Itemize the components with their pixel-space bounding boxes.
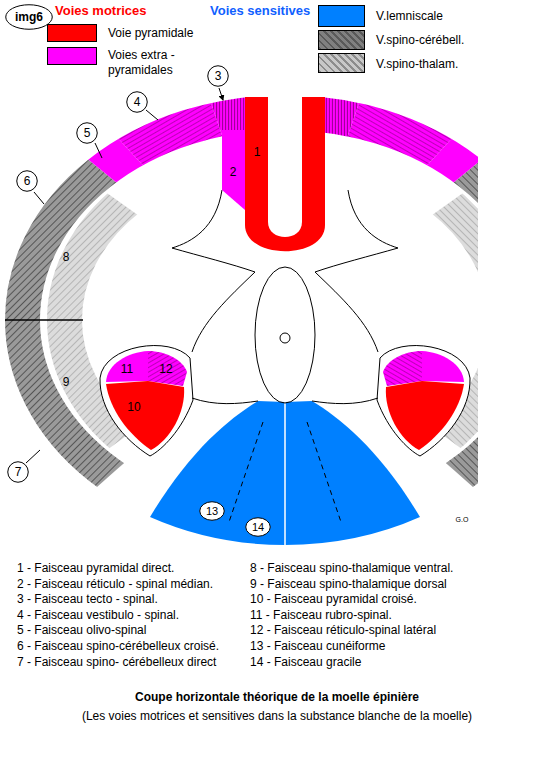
node-ellipse: [246, 518, 271, 537]
legend-text: Voies extra - pyramidales: [108, 48, 208, 78]
signature: G.O: [456, 516, 469, 523]
figure-tag: img6: [5, 4, 53, 30]
posterior-column-area: [150, 401, 285, 545]
band-divider: [5, 319, 83, 321]
caption: Coupe horizontale théorique de la moelle…: [0, 690, 554, 704]
callout-number: 9: [63, 376, 70, 388]
node-text: 4: [134, 96, 141, 108]
posterior-horn-outline: [192, 398, 258, 404]
legend-swatch: [318, 53, 365, 73]
cuneate-gracile-divider: [229, 422, 263, 522]
cord-section: [5, 90, 478, 546]
node-ellipse: [17, 171, 38, 192]
node-ellipse: [208, 66, 229, 87]
leader-line: [26, 450, 40, 463]
leader-line: [95, 143, 102, 158]
crossed-pyramidal-area: [106, 381, 184, 450]
node-ellipse: [77, 123, 98, 144]
central-canal: [280, 333, 290, 343]
legend-swatch: [47, 24, 97, 42]
legend-swatch: [47, 47, 97, 65]
node-text: 14: [252, 522, 264, 533]
leader-line: [219, 88, 223, 100]
list-item: 10 - Faisceau pyramidal croisé.: [250, 592, 417, 606]
legend-swatch: [318, 5, 365, 27]
list-item: 11 - Faisceau rubro-spinal.: [250, 608, 392, 622]
callout-number: 1: [254, 146, 261, 158]
legend-text: Voie pyramidale: [108, 26, 288, 41]
list-item: 7 - Faisceau spino- cérébelleux direct: [17, 655, 216, 669]
legend-text: V.spino-thalam.: [376, 57, 546, 72]
callout-number: 13: [199, 501, 225, 521]
grey-commissure-outline: [255, 267, 315, 403]
list-item: 4 - Faisceau vestibulo - spinal.: [17, 608, 179, 622]
node-ellipse: [127, 92, 148, 113]
node-text: 3: [215, 70, 222, 82]
list-item: 1 - Faisceau pyramidal direct.: [17, 561, 174, 575]
legend-heading: Voies motrices: [55, 3, 147, 19]
list-item: 14 - Faisceau gracile: [250, 655, 361, 669]
legend-text: V.lemniscale: [376, 9, 546, 24]
legend-heading: Voies sensitives: [210, 3, 310, 19]
node-ellipse: [8, 462, 29, 483]
callout-number: 5: [76, 122, 98, 144]
callout-number: 10: [127, 401, 140, 413]
grey-matter-outline: [192, 272, 255, 352]
cord-half: [5, 113, 478, 546]
node-text: img6: [15, 11, 43, 23]
callout-number: 11: [121, 363, 133, 375]
legend-text: V.spino-cérébell.: [376, 33, 546, 48]
node-ellipse: [6, 5, 53, 30]
callout-number: 14: [245, 517, 271, 537]
node-ellipse: [200, 502, 225, 521]
callout-number: 12: [159, 363, 172, 375]
list-item: 13 - Faisceau cunéiforme: [250, 639, 385, 653]
posterior-median-line: [284, 402, 286, 546]
leader-line: [34, 192, 44, 204]
list-item: 12 - Faisceau réticulo-spinal latéral: [250, 623, 436, 637]
node-text: 13: [206, 506, 218, 517]
node-text: 7: [15, 466, 22, 478]
callout-number: 6: [16, 170, 38, 192]
callout-number: 2: [230, 166, 237, 178]
list-item: 5 - Faisceau olivo-spinal: [17, 623, 146, 637]
reticulo-spinal-area: [148, 351, 187, 386]
rubro-spinal-area: [106, 351, 148, 382]
callout-number: 3: [207, 65, 229, 87]
callout-number: 8: [63, 251, 70, 263]
list-item: 3 - Faisceau tecto - spinal.: [17, 592, 158, 606]
lateral-column-outline: [100, 346, 193, 456]
callout-number: 7: [7, 461, 29, 483]
node-text: 5: [84, 127, 91, 139]
reticulo-spinal-median-area: [222, 130, 245, 210]
list-item: 9 - Faisceau spino-thalamique dorsal: [250, 577, 447, 591]
anterior-median-fissure: [268, 90, 302, 237]
node-text: 6: [24, 175, 31, 187]
leader-line: [146, 110, 158, 120]
caption-note: (Les voies motrices et sensitives dans l…: [0, 709, 554, 723]
list-item: 8 - Faisceau spino-thalamique ventral.: [250, 561, 453, 575]
list-item: 6 - Faisceau spino-cérébelleux croisé.: [17, 639, 219, 653]
list-item: 2 - Faisceau réticulo - spinal médian.: [17, 577, 213, 591]
legend-swatch: [318, 30, 365, 50]
callout-number: 4: [126, 91, 148, 113]
